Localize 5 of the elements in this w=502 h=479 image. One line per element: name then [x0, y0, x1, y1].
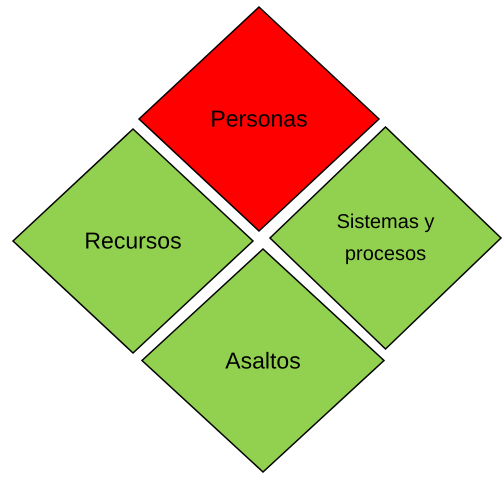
- node-label: Recursos: [83, 226, 183, 256]
- node-label: Personas: [209, 104, 309, 134]
- node-label: Asaltos: [224, 346, 302, 376]
- diamond-shape: [269, 126, 502, 350]
- node-label: Sistemas y procesos: [336, 210, 436, 267]
